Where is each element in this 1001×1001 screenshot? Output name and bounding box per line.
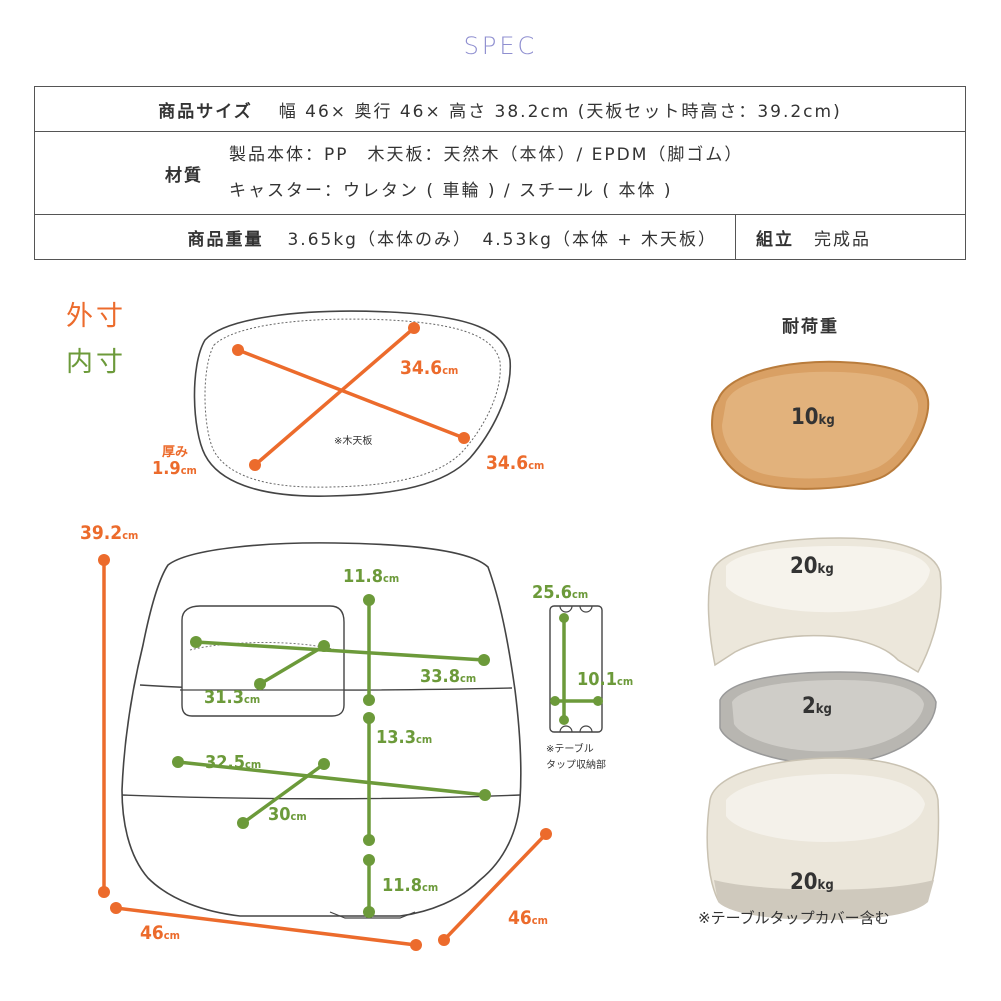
tap-storage-notches: [559, 605, 593, 733]
material-line1: 製品本体：PP 木天板：天然木（本体）/ EPDM（脚ゴム）: [229, 145, 744, 165]
body-inner-dim-lines: [177, 600, 486, 912]
tap-storage-dim-lines: [555, 618, 598, 720]
spec-row-size: 商品サイズ 幅 46× 奥行 46× 高さ 38.2cm (天板セット時高さ：3…: [34, 86, 966, 132]
caster-hint: [329, 911, 416, 919]
weight-value: 3.65kg（本体のみ） 4.53kg（本体 + 木天板）: [287, 229, 717, 250]
wood-top-illustration: [710, 360, 930, 490]
body-outer-dim-lines: [102, 560, 548, 947]
top-board-dim-dots: [232, 322, 470, 471]
top-board-dim-lines: [237, 326, 465, 467]
load-capacity-title: 耐荷重: [782, 317, 839, 337]
body-outer-dim-dots: [98, 554, 552, 951]
top-board-outline: [193, 310, 511, 497]
tap-storage-dim-dots: [550, 613, 603, 725]
size-label: 商品サイズ: [158, 101, 253, 122]
tray-illustration: [719, 671, 937, 765]
tap-storage-outline: [549, 605, 603, 733]
body-inner-dim-dots: [172, 594, 491, 918]
legend-inner: 内寸: [66, 347, 126, 378]
handle-opening: [181, 605, 345, 717]
assembly-value: 完成品: [814, 229, 871, 250]
weight-label: 商品重量: [187, 229, 264, 250]
material-label: 材質: [165, 165, 203, 186]
spec-table: 商品サイズ 幅 46× 奥行 46× 高さ 38.2cm (天板セット時高さ：3…: [34, 86, 966, 260]
base-seam-line: [121, 794, 521, 800]
legend-outer: 外寸: [66, 301, 126, 332]
body-outline: [121, 542, 522, 917]
assembly-label: 組立: [756, 229, 794, 250]
spec-title: SPEC: [463, 32, 538, 60]
size-value: 幅 46× 奥行 46× 高さ 38.2cm (天板セット時高さ：39.2cm): [278, 101, 842, 122]
lid-illustration: [707, 537, 942, 674]
spec-row-weight: 商品重量 3.65kg（本体のみ） 4.53kg（本体 + 木天板） 組立 完成…: [34, 214, 966, 260]
material-line2: キャスター：ウレタン ( 車輪 ) / スチール ( 本体 ): [229, 181, 673, 201]
spec-row-material: 材質 製品本体：PP 木天板：天然木（本体）/ EPDM（脚ゴム） キャスター：…: [34, 131, 966, 215]
base-illustration: [706, 757, 940, 920]
